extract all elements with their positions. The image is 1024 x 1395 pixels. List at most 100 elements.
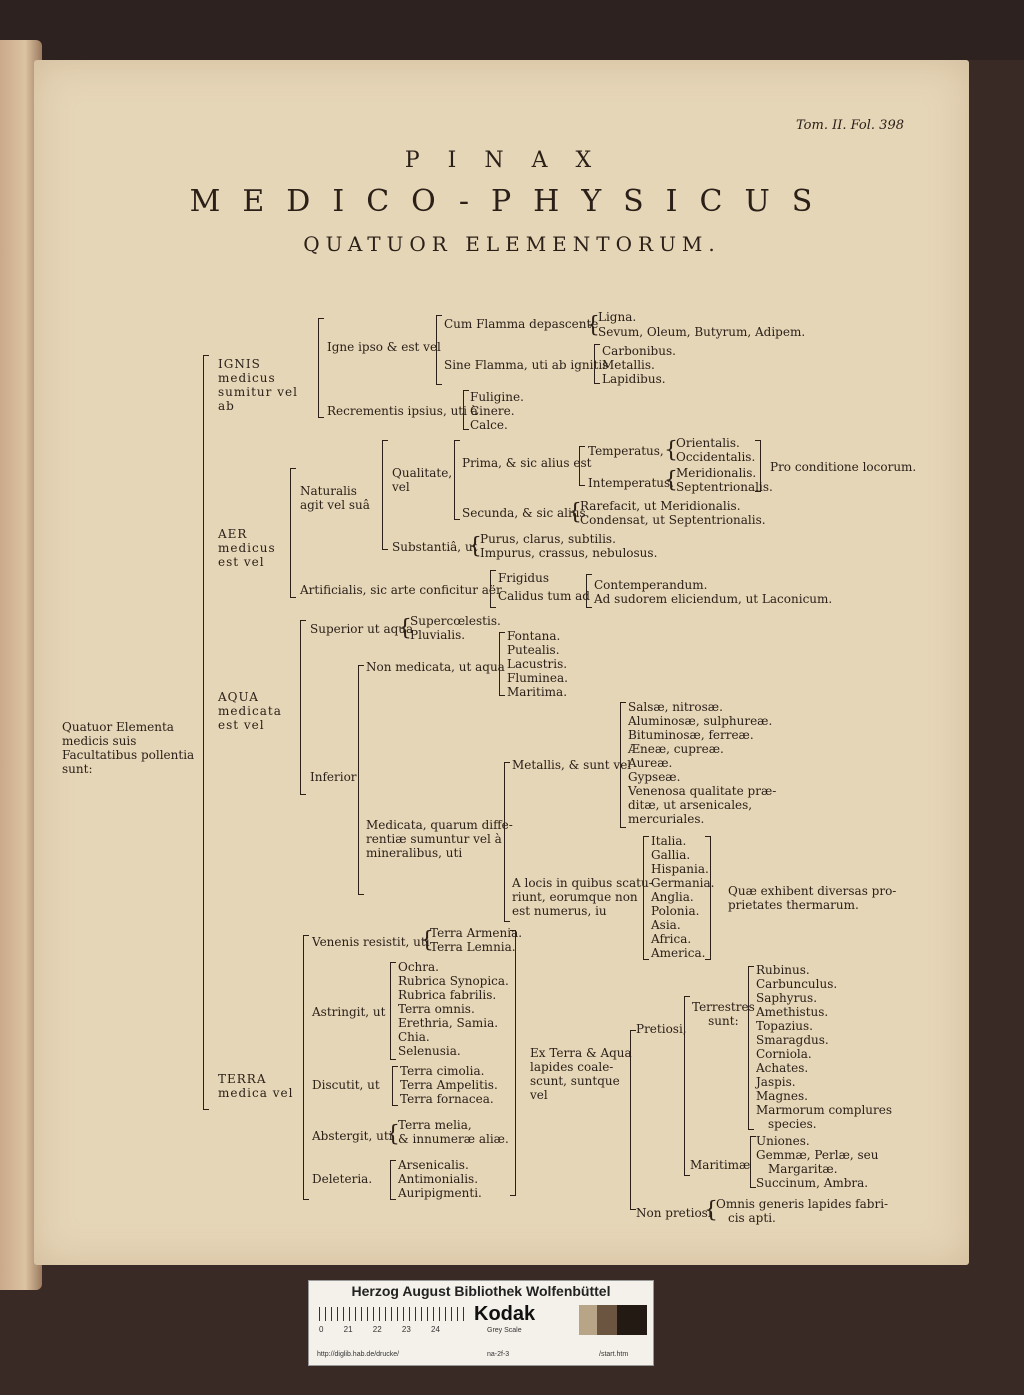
list-item: Cinere. <box>470 404 515 418</box>
text-line: Quæ exhibent diversas pro- <box>728 884 897 898</box>
list-item: Terra Lemnia. <box>430 940 516 954</box>
prima-brace <box>579 446 585 486</box>
text-line: A locis in quibus scatu- <box>512 876 653 890</box>
pretiosi-brace <box>684 996 690 1176</box>
aqua-locis: A locis in quibus scatu- riunt, eorumque… <box>512 876 653 918</box>
nm-list: Fontana. Putealis. Lacustris. Fluminea. … <box>507 629 568 699</box>
ignis-sine: Sine Flamma, uti ab ignitis <box>444 358 609 372</box>
list-item: Bituminosæ, ferreæ. <box>628 728 754 742</box>
mar-list: Uniones. Gemmæ, Perlæ, seu Margaritæ. Su… <box>756 1134 878 1190</box>
aer-intemperatus: Intemperatus. <box>588 476 674 490</box>
text-line: rentiæ sumuntur vel à <box>366 832 502 846</box>
igne-brace <box>436 315 442 385</box>
list-item: Orientalis. <box>676 436 740 450</box>
list-item: Amethistus. <box>756 1005 829 1019</box>
list-item: Erethria, Samia. <box>398 1016 499 1030</box>
dis-list: Terra cimolia. Terra Ampelitis. Terra fo… <box>400 1064 498 1106</box>
text-line: est numerus, iu <box>512 904 607 918</box>
title-pinax: PINAX <box>404 148 620 173</box>
aqua-non-medicata: Non medicata, ut aqua <box>366 660 505 674</box>
abs-list: Terra melia, & innumeræ aliæ. <box>398 1118 509 1146</box>
naturalis-brace <box>382 440 388 550</box>
intemp-brace: { <box>664 468 678 493</box>
aer-brace <box>290 468 296 598</box>
text-line: Terrestres <box>692 1000 755 1014</box>
pro-brace <box>755 440 761 492</box>
list-item: Carbunculus. <box>756 977 838 991</box>
list-item: Marmorum complures <box>756 1103 893 1117</box>
aqua-label: AQUA medicata est vel <box>218 690 282 732</box>
aer-artificialis: Artificialis, sic arte conficitur aër <box>300 583 502 597</box>
root-label: Quatuor Elementa medicis suis Facultatib… <box>62 720 195 776</box>
terra-discutit: Discutit, ut <box>312 1078 380 1092</box>
list-item: Succinum, Ambra. <box>756 1176 869 1190</box>
aer-prima: Prima, & sic alius est <box>462 456 592 470</box>
temp-list: Orientalis. Occidentalis. <box>676 436 755 464</box>
list-item: Contemperandum. <box>594 578 708 592</box>
aer-naturalis: Naturalis agit vel suâ <box>300 484 370 512</box>
list-item: Rubinus. <box>756 963 810 977</box>
aqua-brace <box>300 620 306 795</box>
met-list: Salsæ, nitrosæ. Aluminosæ, sulphureæ. Bi… <box>628 700 776 826</box>
list-item: mercuriales. <box>628 812 705 826</box>
list-item: Selenusia. <box>398 1044 461 1058</box>
list-item: Margaritæ. <box>768 1162 838 1176</box>
list-item: ditæ, ut arsenicales, <box>628 798 753 812</box>
list-item: Terra Ampelitis. <box>400 1078 498 1092</box>
root-text: Quatuor Elementa medicis suis Facultatib… <box>62 720 202 776</box>
card-url: http://diglib.hab.de/drucke/ <box>317 1351 400 1358</box>
list-item: Putealis. <box>507 643 560 657</box>
loc-list: Italia. Gallia. Hispania. Germania. Angl… <box>651 834 715 960</box>
list-item: Germania. <box>651 876 715 890</box>
list-item: Venenosa qualitate præ- <box>628 784 777 798</box>
text-line: Medicata, quarum diffe- <box>366 818 513 832</box>
list-item: Terra fornacea. <box>400 1092 494 1106</box>
list-item: Condensat, ut Septentrionalis. <box>580 513 766 527</box>
list-item: Terra cimolia. <box>400 1064 485 1078</box>
list-item: Ochra. <box>398 960 439 974</box>
list-item: Auripigmenti. <box>398 1186 482 1200</box>
list-item: Calce. <box>470 418 508 432</box>
list-item: Impurus, crassus, nebulosus. <box>480 546 658 560</box>
aqua-inferior: Inferior <box>310 770 357 784</box>
text-line: prietates thermarum. <box>728 898 859 912</box>
ignis-ligna: Ligna. <box>598 310 637 324</box>
aer-secunda: Secunda, & sic alius <box>462 506 586 520</box>
ast-list: Ochra. Rubrica Synopica. Rubrica fabrili… <box>398 960 509 1058</box>
cal-brace <box>586 574 592 608</box>
document-page <box>34 60 969 1265</box>
list-item: Lapidibus. <box>602 372 666 386</box>
library-color-card: Herzog August Bibliothek Wolfenbüttel 0 … <box>308 1280 654 1366</box>
card-start: /start.htm <box>599 1351 629 1358</box>
ignis-recrementis: Recrementis ipsius, uti à <box>327 404 478 418</box>
list-item: Antimonialis. <box>398 1172 479 1186</box>
terra-venenis: Venenis resistit, uti <box>312 935 430 949</box>
list-item: Terra melia, <box>398 1118 472 1132</box>
ligna-brace: { <box>586 313 600 338</box>
ven-list: Terra Armenia. Terra Lemnia. <box>430 926 522 954</box>
del-brace <box>390 1160 396 1200</box>
kodak-logo: Kodak <box>474 1303 536 1325</box>
terra-ex-terra: Ex Terra & Aqua lapides coale- scunt, su… <box>530 1046 632 1102</box>
list-item: Meridionalis. <box>676 466 757 480</box>
aer-label: AER medicus est vel <box>218 527 276 569</box>
dis-brace <box>392 1066 398 1106</box>
list-item: Rubrica fabrilis. <box>398 988 497 1002</box>
nm-brace <box>499 632 505 696</box>
ast-brace <box>390 962 396 1060</box>
ignis-sevum: Sevum, Oleum, Butyrum, Adipem. <box>598 325 806 339</box>
recr-list: Fuligine. Cinere. Calce. <box>470 390 524 432</box>
aqua-metallis: Metallis, & sunt vel <box>512 758 632 772</box>
medicata-brace <box>504 762 510 922</box>
np-list: Omnis generis lapides fabri- cis apti. <box>716 1197 888 1225</box>
terra-brace <box>303 935 309 1200</box>
list-item: Fontana. <box>507 629 561 643</box>
sup-list: Supercœlestis. Pluvialis. <box>410 614 501 642</box>
list-item: Magnes. <box>756 1089 808 1103</box>
quae-brace <box>705 836 711 960</box>
terra-label: TERRA medica vel <box>218 1072 294 1100</box>
grey-scale-label: Grey Scale <box>487 1327 522 1334</box>
list-item: Lacustris. <box>507 657 568 671</box>
ignis-cum: Cum Flamma depascente <box>444 317 599 331</box>
list-item: Gemmæ, Perlæ, seu <box>756 1148 879 1162</box>
